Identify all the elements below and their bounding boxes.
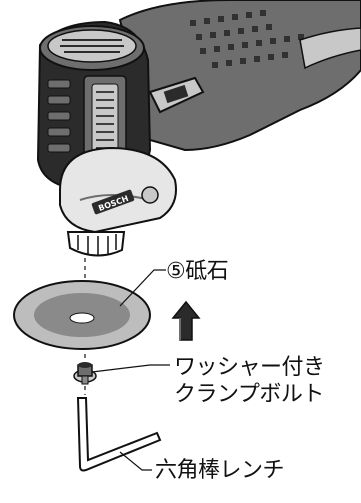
hex-wrench-label: 六角棒レンチ bbox=[155, 458, 285, 483]
hex-wrench bbox=[76, 397, 162, 472]
leader-wrench bbox=[119, 451, 152, 471]
washer-bolt-label: ワッシャー付き クランプボルト bbox=[174, 354, 325, 408]
washer-bolt-label-line2: クランプボルト bbox=[174, 382, 324, 407]
angle-grinder-illustration: BOSCH bbox=[36, 0, 361, 257]
grinding-disc bbox=[13, 280, 151, 350]
up-arrow-icon bbox=[171, 300, 201, 341]
leader-lines bbox=[91, 269, 170, 471]
washer-clamp-bolt bbox=[73, 362, 97, 385]
leader-bolt bbox=[91, 364, 170, 373]
washer-bolt-label-line1: ワッシャー付き bbox=[174, 355, 325, 380]
leader-disc bbox=[119, 269, 166, 307]
grinding-disc-label: ⑤砥石 bbox=[166, 259, 229, 284]
